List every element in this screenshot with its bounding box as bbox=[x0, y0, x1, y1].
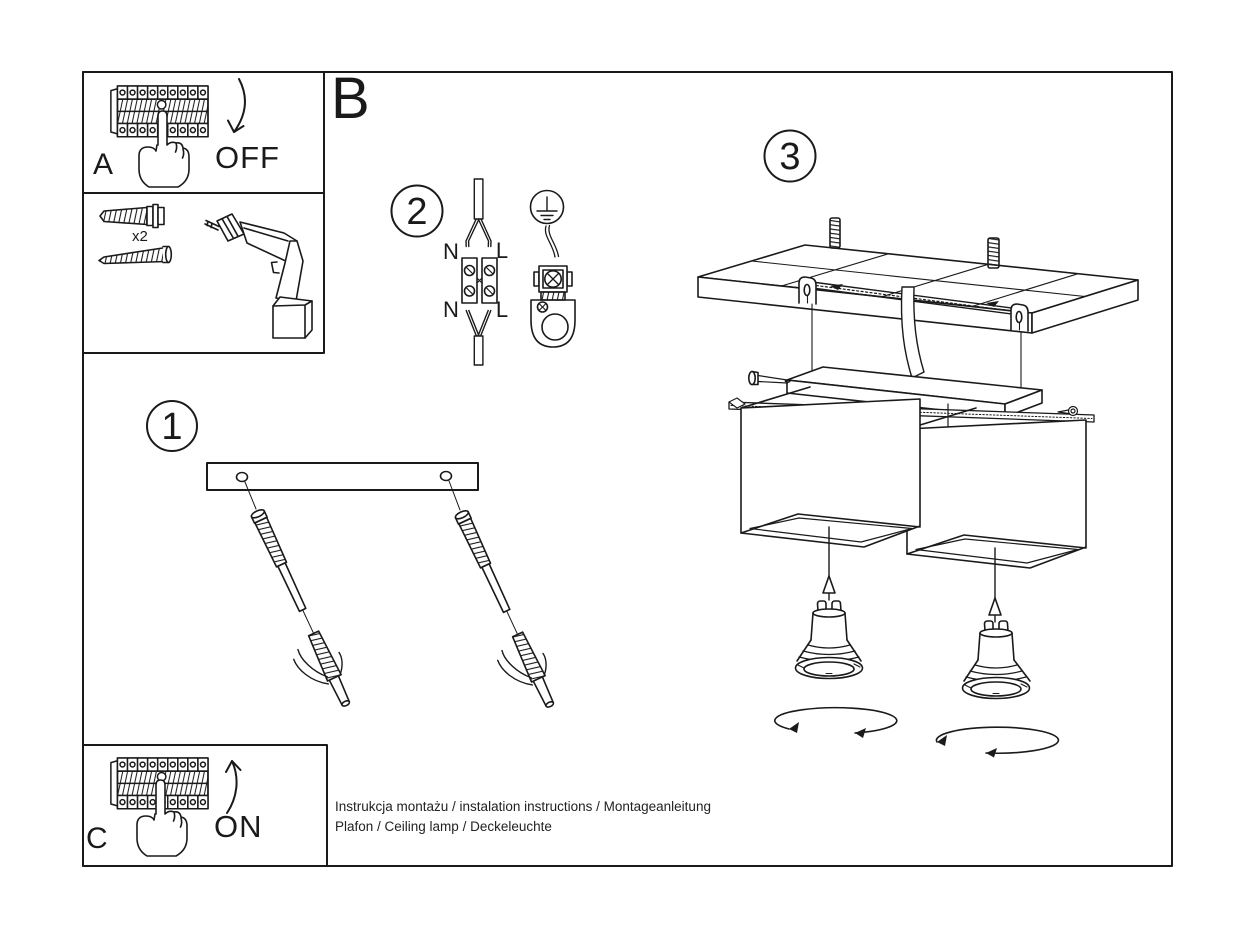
rotation-arrow-right-icon bbox=[935, 726, 1060, 758]
footer-title-line2: Plafon / Ceiling lamp / Deckeleuchte bbox=[335, 819, 552, 834]
panel-a-diagram bbox=[111, 78, 246, 188]
step3-badge-circle bbox=[763, 129, 817, 183]
section-b-label: B bbox=[331, 66, 370, 131]
anchor-quantity-label: x2 bbox=[132, 228, 148, 245]
mounting-bar bbox=[811, 281, 1028, 317]
wall-anchor-icon bbox=[99, 203, 165, 229]
step1-number: 1 bbox=[161, 406, 183, 448]
mounting-strip bbox=[206, 462, 479, 491]
screw-icon bbox=[98, 245, 173, 265]
mounting-bracket-right bbox=[1010, 303, 1029, 332]
earth-clamp-icon bbox=[530, 265, 576, 348]
step3-mounting-diagram bbox=[697, 129, 1139, 758]
earth-symbol-icon bbox=[529, 189, 565, 225]
tools-diagram bbox=[98, 203, 313, 339]
alignment-lines bbox=[244, 480, 461, 511]
wire-l-top-label: L bbox=[495, 238, 509, 263]
mains-cable-bottom-icon bbox=[465, 309, 492, 366]
insert-arrow-left-icon bbox=[822, 526, 836, 601]
step2-wiring-diagram bbox=[390, 178, 576, 366]
gu10-bulb-right-icon bbox=[961, 620, 1031, 700]
earth-wire-icon bbox=[544, 224, 560, 258]
mounting-bracket-left bbox=[798, 276, 817, 305]
wire-l-bottom-label: L bbox=[495, 297, 509, 322]
switch-on-label: ON bbox=[214, 809, 263, 844]
page-frame bbox=[82, 71, 1173, 867]
wire-n-top-label: N bbox=[443, 239, 459, 264]
gu10-bulb-left-icon bbox=[794, 600, 864, 680]
screw-with-anchor-left-icon bbox=[229, 503, 362, 719]
panel-a-label: A bbox=[93, 148, 114, 181]
switch-off-label: OFF bbox=[215, 140, 280, 175]
arrow-down-icon bbox=[227, 78, 246, 133]
power-cord-icon bbox=[900, 286, 925, 379]
rotation-arrow-left-icon bbox=[774, 706, 898, 738]
step1-drilling-diagram bbox=[146, 400, 566, 720]
step3-number: 3 bbox=[779, 136, 801, 178]
canopy-screw-left-icon bbox=[747, 370, 791, 386]
threaded-stud-right-icon bbox=[987, 237, 1000, 269]
terminal-block-icon bbox=[461, 257, 498, 304]
canopy-screw-right-icon bbox=[1057, 405, 1079, 417]
ceiling-panel bbox=[697, 244, 1139, 334]
screw-with-anchor-right-icon bbox=[433, 504, 566, 720]
wire-n-bottom-label: N bbox=[443, 297, 459, 322]
step2-number: 2 bbox=[406, 191, 428, 233]
drill-icon bbox=[204, 213, 313, 339]
lamp-canopy bbox=[786, 366, 1043, 418]
step2-badge-circle bbox=[390, 184, 444, 238]
panel-c-label: C bbox=[86, 822, 108, 855]
mains-cable-top-icon bbox=[465, 178, 492, 248]
threaded-stud-left-icon bbox=[829, 217, 841, 249]
insert-arrow-right-icon bbox=[988, 547, 1002, 623]
panel-c-diagram bbox=[111, 758, 242, 857]
lamp-shade-right bbox=[906, 407, 1087, 569]
arrow-up-icon bbox=[225, 760, 242, 814]
footer-title-line1: Instrukcja montażu / instalation instruc… bbox=[335, 799, 711, 814]
step1-badge-circle bbox=[146, 400, 198, 452]
lamp-shade-left bbox=[740, 386, 921, 548]
